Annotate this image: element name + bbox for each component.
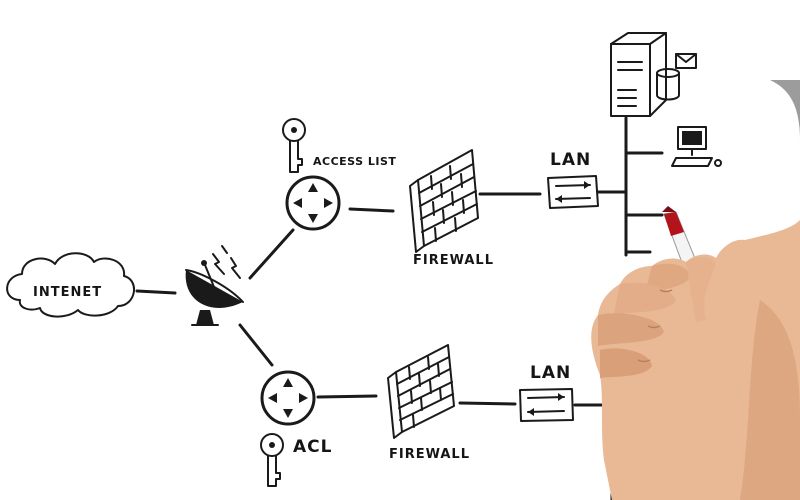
link-router-firewall-top bbox=[348, 207, 395, 213]
router-icon-bottom bbox=[260, 370, 316, 426]
acl-label: ACL bbox=[293, 437, 332, 457]
link-internet-dish bbox=[135, 289, 177, 295]
lan-label-bottom: LAN bbox=[530, 363, 571, 383]
desktop-computer-icon-top bbox=[671, 126, 722, 167]
link-dish-router-bottom bbox=[238, 323, 274, 367]
firewall-label-top: FIREWALL bbox=[413, 253, 494, 268]
router-icon-top bbox=[285, 175, 341, 231]
link-dish-router-top bbox=[248, 228, 295, 280]
database-icon bbox=[656, 68, 680, 101]
key-icon-top bbox=[282, 118, 306, 173]
hand-with-marker-icon bbox=[591, 206, 800, 500]
brick-wall-icon-bottom bbox=[387, 344, 455, 439]
firewall-label-bottom: FIREWALL bbox=[389, 447, 470, 462]
satellite-dish-icon bbox=[185, 245, 244, 326]
key-icon-bottom bbox=[260, 433, 284, 487]
switch-icon-top bbox=[547, 175, 599, 209]
connection-lines bbox=[135, 190, 628, 407]
link-router-firewall-bottom bbox=[316, 394, 378, 399]
access-list-label: ACCESS LIST bbox=[313, 155, 396, 168]
lan-bus-top bbox=[624, 116, 664, 257]
brick-wall-icon-top bbox=[409, 149, 479, 253]
lan-label-top: LAN bbox=[550, 150, 591, 170]
switch-icon-bottom bbox=[519, 388, 574, 422]
internet-label: INTENET bbox=[33, 285, 102, 300]
sleeve-edge bbox=[770, 80, 800, 140]
cloud-icon bbox=[6, 252, 135, 318]
mail-icon bbox=[675, 53, 697, 69]
link-firewall-lan-bottom bbox=[458, 401, 517, 406]
